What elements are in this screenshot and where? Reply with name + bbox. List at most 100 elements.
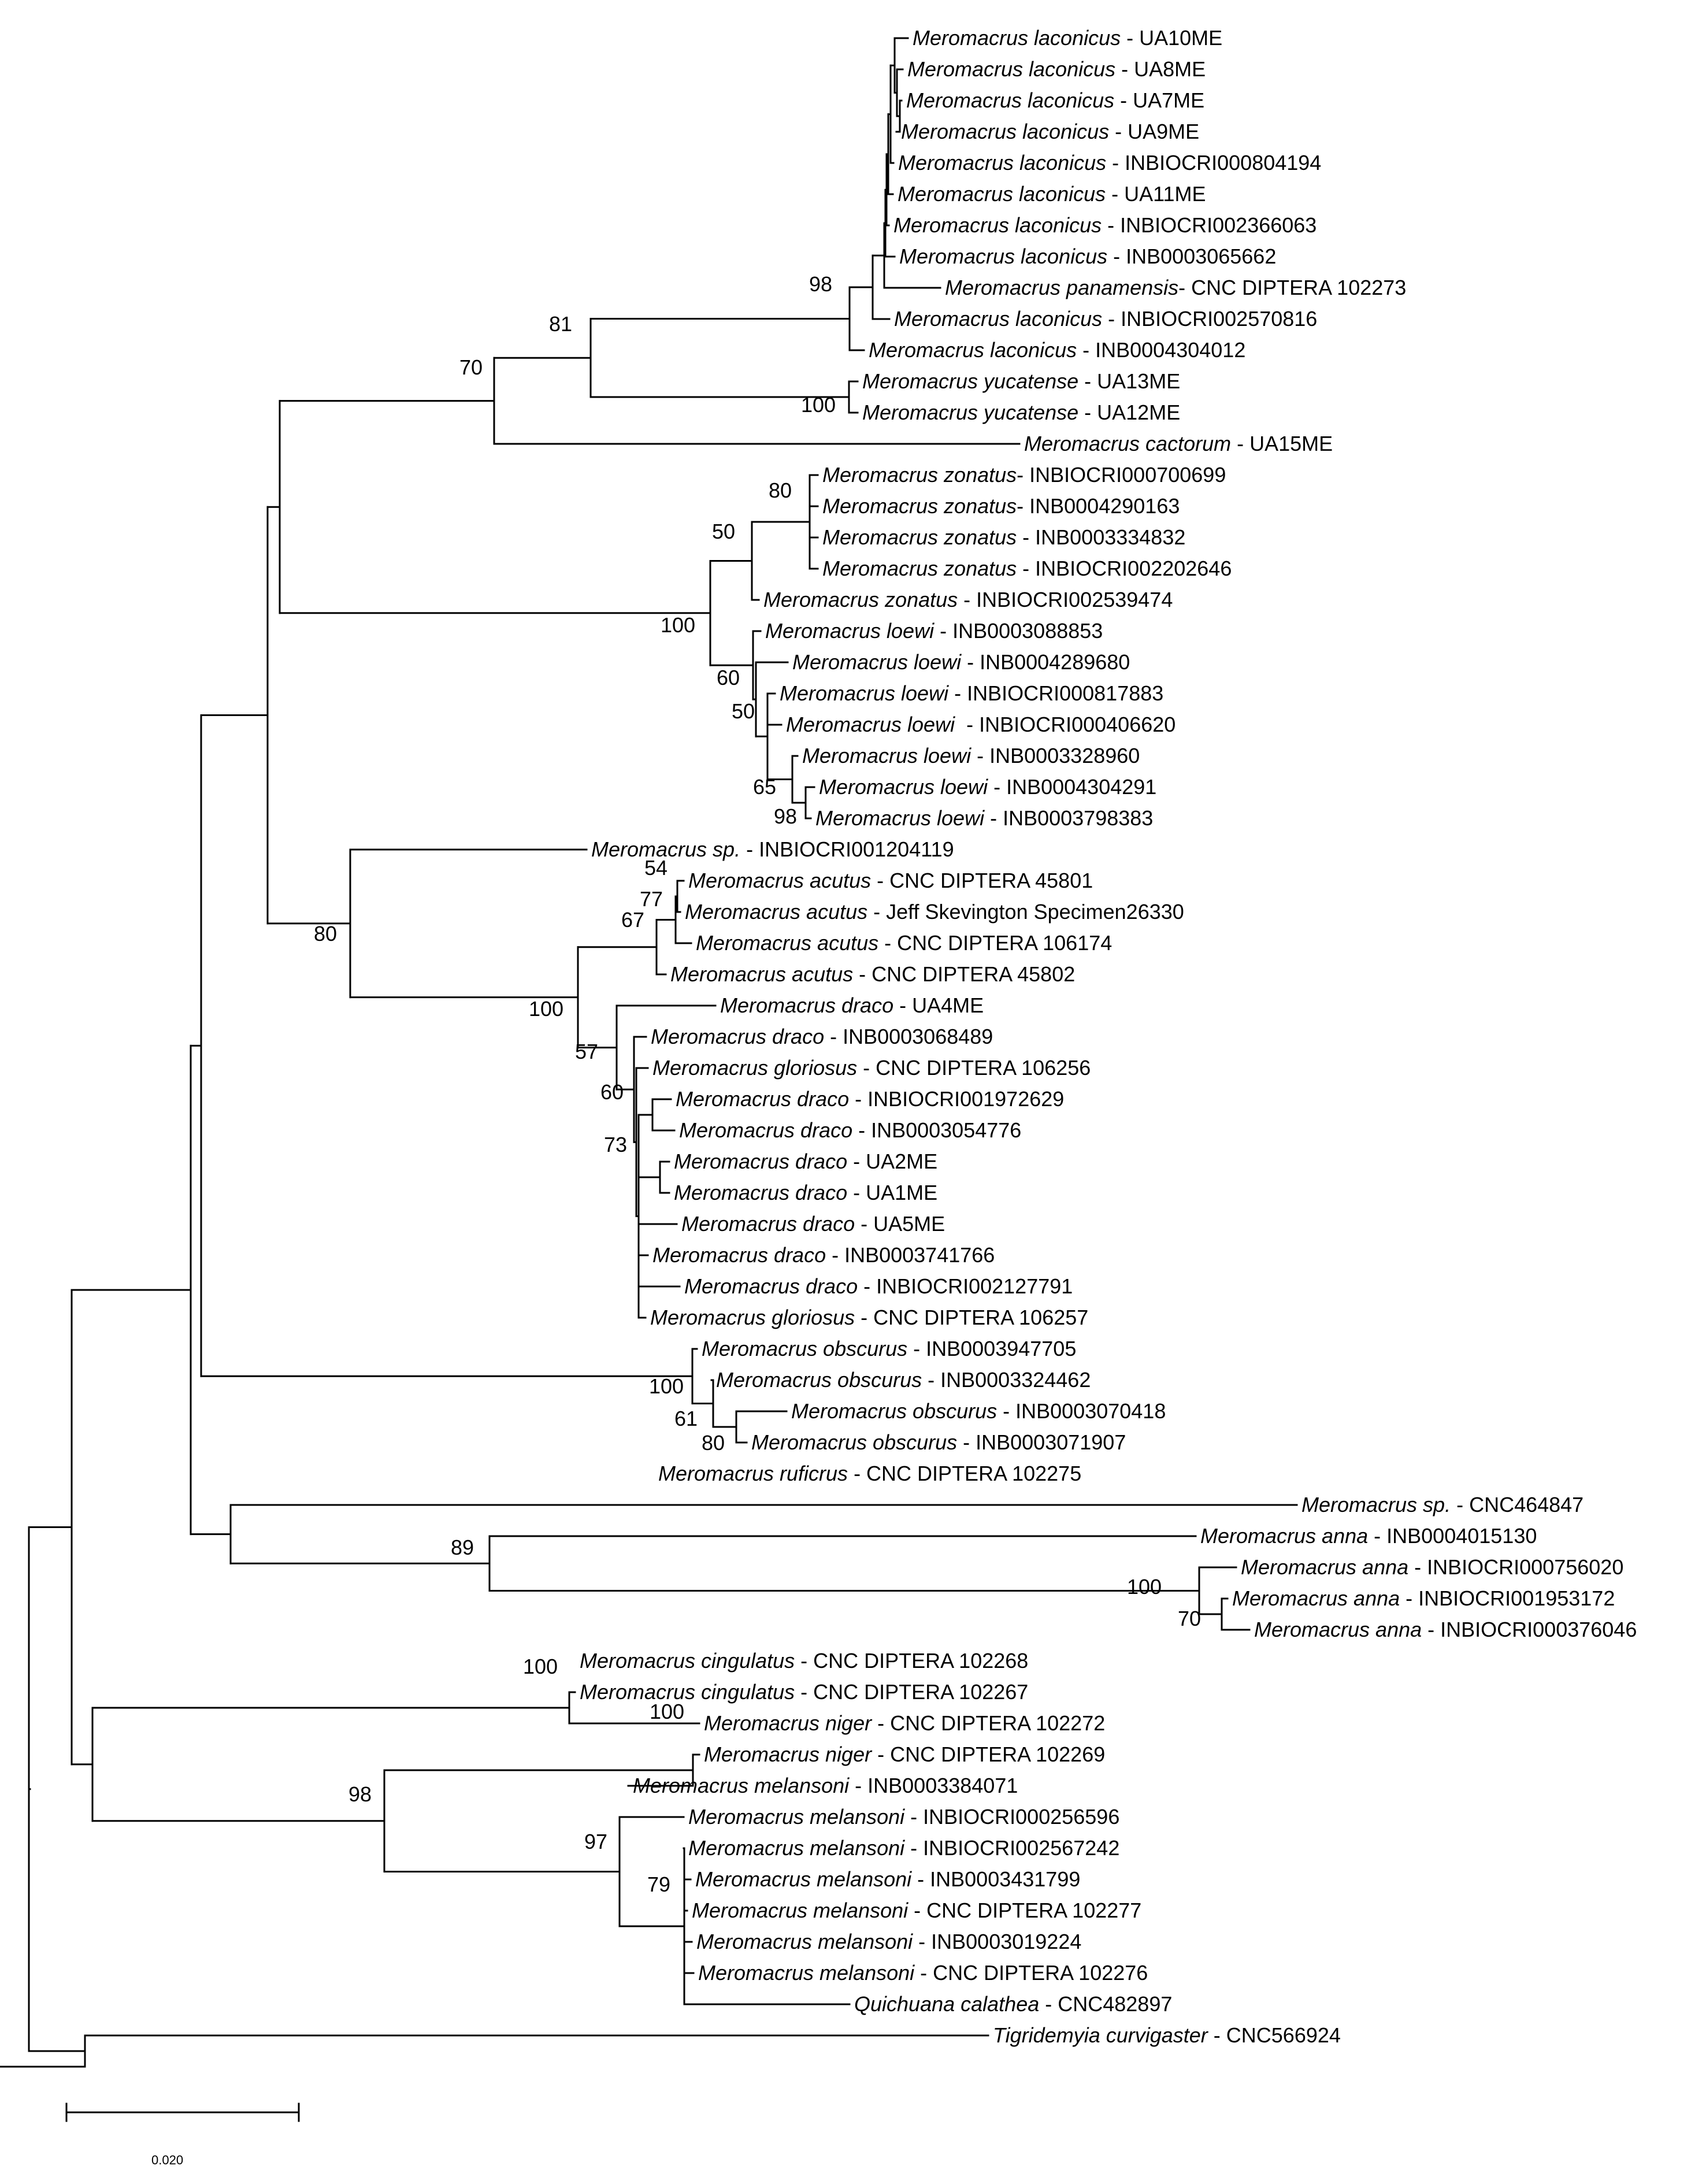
leaf-labels: Meromacrus laconicus - UA10MEMeromacrus … xyxy=(580,26,1637,2047)
bootstrap-value: 98 xyxy=(348,1782,372,1806)
leaf-code: - CNC DIPTERA 102272 xyxy=(872,1711,1105,1735)
scale-bar-label: 0.020 xyxy=(151,2153,183,2167)
bootstrap-value: 97 xyxy=(584,1830,607,1853)
leaf-species: Meromacrus laconicus xyxy=(907,57,1115,81)
leaf-label: Meromacrus zonatus - INBIOCRI002539474 xyxy=(763,588,1173,611)
leaf-label: Quichuana calathea - CNC482897 xyxy=(854,1992,1172,2016)
leaf-label: Meromacrus zonatus - INBIOCRI002202646 xyxy=(822,557,1232,580)
leaf-code: - INBIOCRI002366063 xyxy=(1102,213,1317,237)
leaf-species: Meromacrus niger xyxy=(704,1742,873,1766)
leaf-species: Meromacrus laconicus xyxy=(899,244,1107,268)
leaf-species: Meromacrus draco xyxy=(674,1150,847,1173)
leaf-code: - INBIOCRI001953172 xyxy=(1400,1586,1615,1610)
leaf-species: Meromacrus anna xyxy=(1241,1555,1408,1579)
leaf-label: Meromacrus panamensis- CNC DIPTERA 10227… xyxy=(945,276,1406,299)
leaf-label: Meromacrus niger - CNC DIPTERA 102269 xyxy=(704,1742,1105,1766)
leaf-code: - INBIOCRI000256596 xyxy=(904,1805,1119,1829)
bootstrap-value: 80 xyxy=(769,479,792,502)
leaf-label: Meromacrus yucatense - UA13ME xyxy=(862,369,1180,393)
leaf-species: Meromacrus loewi xyxy=(780,681,949,705)
leaf-label: Meromacrus loewi - INB0003798383 xyxy=(815,806,1153,830)
leaf-label: Meromacrus anna - INBIOCRI001953172 xyxy=(1232,1586,1615,1610)
leaf-label: Meromacrus obscurus - INB0003070418 xyxy=(791,1399,1166,1423)
leaf-label: Meromacrus melansoni - CNC DIPTERA 10227… xyxy=(692,1899,1141,1922)
bootstrap-value: 89 xyxy=(451,1536,474,1559)
leaf-code: - CNC DIPTERA 45801 xyxy=(871,869,1093,892)
leaf-label: Meromacrus acutus - CNC DIPTERA 45802 xyxy=(670,962,1075,986)
leaf-species: Meromacrus melansoni xyxy=(698,1961,915,1985)
leaf-label: Meromacrus laconicus - INBIOCRI002570816 xyxy=(894,307,1317,331)
bootstrap-value: 54 xyxy=(644,856,668,880)
leaf-code: - UA12ME xyxy=(1078,401,1180,424)
leaf-label: Meromacrus gloriosus - CNC DIPTERA 10625… xyxy=(650,1306,1088,1329)
leaf-label: Meromacrus draco - INB0003054776 xyxy=(679,1118,1021,1142)
leaf-species: Meromacrus zonatus xyxy=(822,463,1017,487)
leaf-code: - UA10ME xyxy=(1121,26,1222,50)
leaf-species: Meromacrus acutus xyxy=(670,962,853,986)
leaf-label: Meromacrus laconicus - UA7ME xyxy=(906,88,1204,112)
leaf-code: - CNC DIPTERA 102276 xyxy=(914,1961,1148,1985)
leaf-species: Meromacrus panamensis xyxy=(945,276,1178,299)
leaf-species: Meromacrus melansoni xyxy=(688,1805,905,1829)
leaf-label: Meromacrus obscurus - INB0003324462 xyxy=(716,1368,1091,1392)
leaf-code: - CNC DIPTERA 102273 xyxy=(1178,276,1406,299)
leaf-code: - INB0003068489 xyxy=(824,1025,993,1048)
bootstrap-value: 98 xyxy=(774,804,797,828)
leaf-code: - INB0003384071 xyxy=(849,1774,1018,1797)
leaf-code: - INB0003071907 xyxy=(957,1430,1126,1454)
leaf-label: Meromacrus gloriosus - CNC DIPTERA 10625… xyxy=(652,1056,1091,1080)
bootstrap-value: 100 xyxy=(801,393,836,417)
leaf-code: - CNC DIPTERA 102268 xyxy=(795,1649,1028,1673)
bootstrap-value: 80 xyxy=(702,1431,725,1455)
leaf-code: - INB0003054776 xyxy=(852,1118,1021,1142)
leaf-species: Meromacrus acutus xyxy=(685,900,867,924)
leaf-code: - CNC DIPTERA 106174 xyxy=(878,931,1112,955)
leaf-species: Meromacrus cingulatus xyxy=(580,1649,795,1673)
leaf-code: - INB0004015130 xyxy=(1368,1524,1537,1548)
leaf-species: Meromacrus laconicus xyxy=(898,151,1106,175)
bootstrap-value: 60 xyxy=(600,1080,624,1104)
leaf-species: Meromacrus niger xyxy=(704,1711,873,1735)
leaf-species: Meromacrus anna xyxy=(1254,1618,1422,1641)
leaf-label: Meromacrus melansoni - INBIOCRI000256596 xyxy=(688,1805,1119,1829)
leaf-code: - INBIOCRI002539474 xyxy=(958,588,1173,611)
leaf-species: Meromacrus laconicus xyxy=(906,88,1114,112)
leaf-species: Meromacrus obscurus xyxy=(716,1368,922,1392)
leaf-code: - INB0004304291 xyxy=(988,775,1156,799)
bootstrap-value: 100 xyxy=(649,1374,684,1398)
leaf-species: Meromacrus sp. xyxy=(1301,1493,1451,1516)
leaf-species: Meromacrus acutus xyxy=(696,931,878,955)
leaf-code: - INBIOCRI000817883 xyxy=(948,681,1163,705)
leaf-label: Meromacrus melansoni - INB0003431799 xyxy=(695,1867,1080,1891)
leaf-label: Tigridemyia curvigaster - CNC566924 xyxy=(993,2023,1341,2047)
leaf-label: Meromacrus anna - INBIOCRI000376046 xyxy=(1254,1618,1637,1641)
leaf-species: Meromacrus draco xyxy=(679,1118,852,1142)
bootstrap-value: 50 xyxy=(712,520,735,543)
leaf-label: Meromacrus melansoni - CNC DIPTERA 10227… xyxy=(698,1961,1148,1985)
leaf-label: Meromacrus acutus - CNC DIPTERA 45801 xyxy=(688,869,1093,892)
leaf-species: Meromacrus zonatus xyxy=(763,588,958,611)
leaf-code: - UA5ME xyxy=(855,1212,945,1236)
leaf-species: Meromacrus draco xyxy=(651,1025,824,1048)
bootstrap-value: 57 xyxy=(575,1040,598,1063)
leaf-species: Meromacrus loewi xyxy=(765,619,934,643)
leaf-code: - UA7ME xyxy=(1114,88,1204,112)
leaf-label: Meromacrus loewi - INBIOCRI000406620 xyxy=(786,713,1175,736)
leaf-label: Meromacrus yucatense - UA12ME xyxy=(862,401,1180,424)
leaf-label: Meromacrus zonatus - INB0003334832 xyxy=(822,525,1185,549)
leaf-code: - INBIOCRI001204119 xyxy=(740,837,954,861)
leaf-species: Meromacrus obscurus xyxy=(702,1337,907,1360)
leaf-code: - INBIOCRI000406620 xyxy=(955,713,1175,736)
leaf-code: - INB0003741766 xyxy=(826,1243,995,1267)
bootstrap-value: 50 xyxy=(732,699,755,723)
bootstrap-value: 100 xyxy=(529,997,563,1021)
leaf-species: Meromacrus loewi xyxy=(815,806,985,830)
leaf-label: Meromacrus laconicus - INBIOCRI000804194 xyxy=(898,151,1321,175)
leaf-species: Meromacrus melansoni xyxy=(688,1836,905,1860)
leaf-label: Meromacrus acutus - Jeff Skevington Spec… xyxy=(685,900,1184,924)
leaf-code: - CNC482897 xyxy=(1039,1992,1172,2016)
leaf-label: Meromacrus zonatus- INBIOCRI000700699 xyxy=(822,463,1226,487)
leaf-code: - INBIOCRI002567242 xyxy=(904,1836,1119,1860)
leaf-code: - UA15ME xyxy=(1231,432,1333,455)
leaf-label: Meromacrus cingulatus - CNC DIPTERA 1022… xyxy=(580,1649,1028,1673)
